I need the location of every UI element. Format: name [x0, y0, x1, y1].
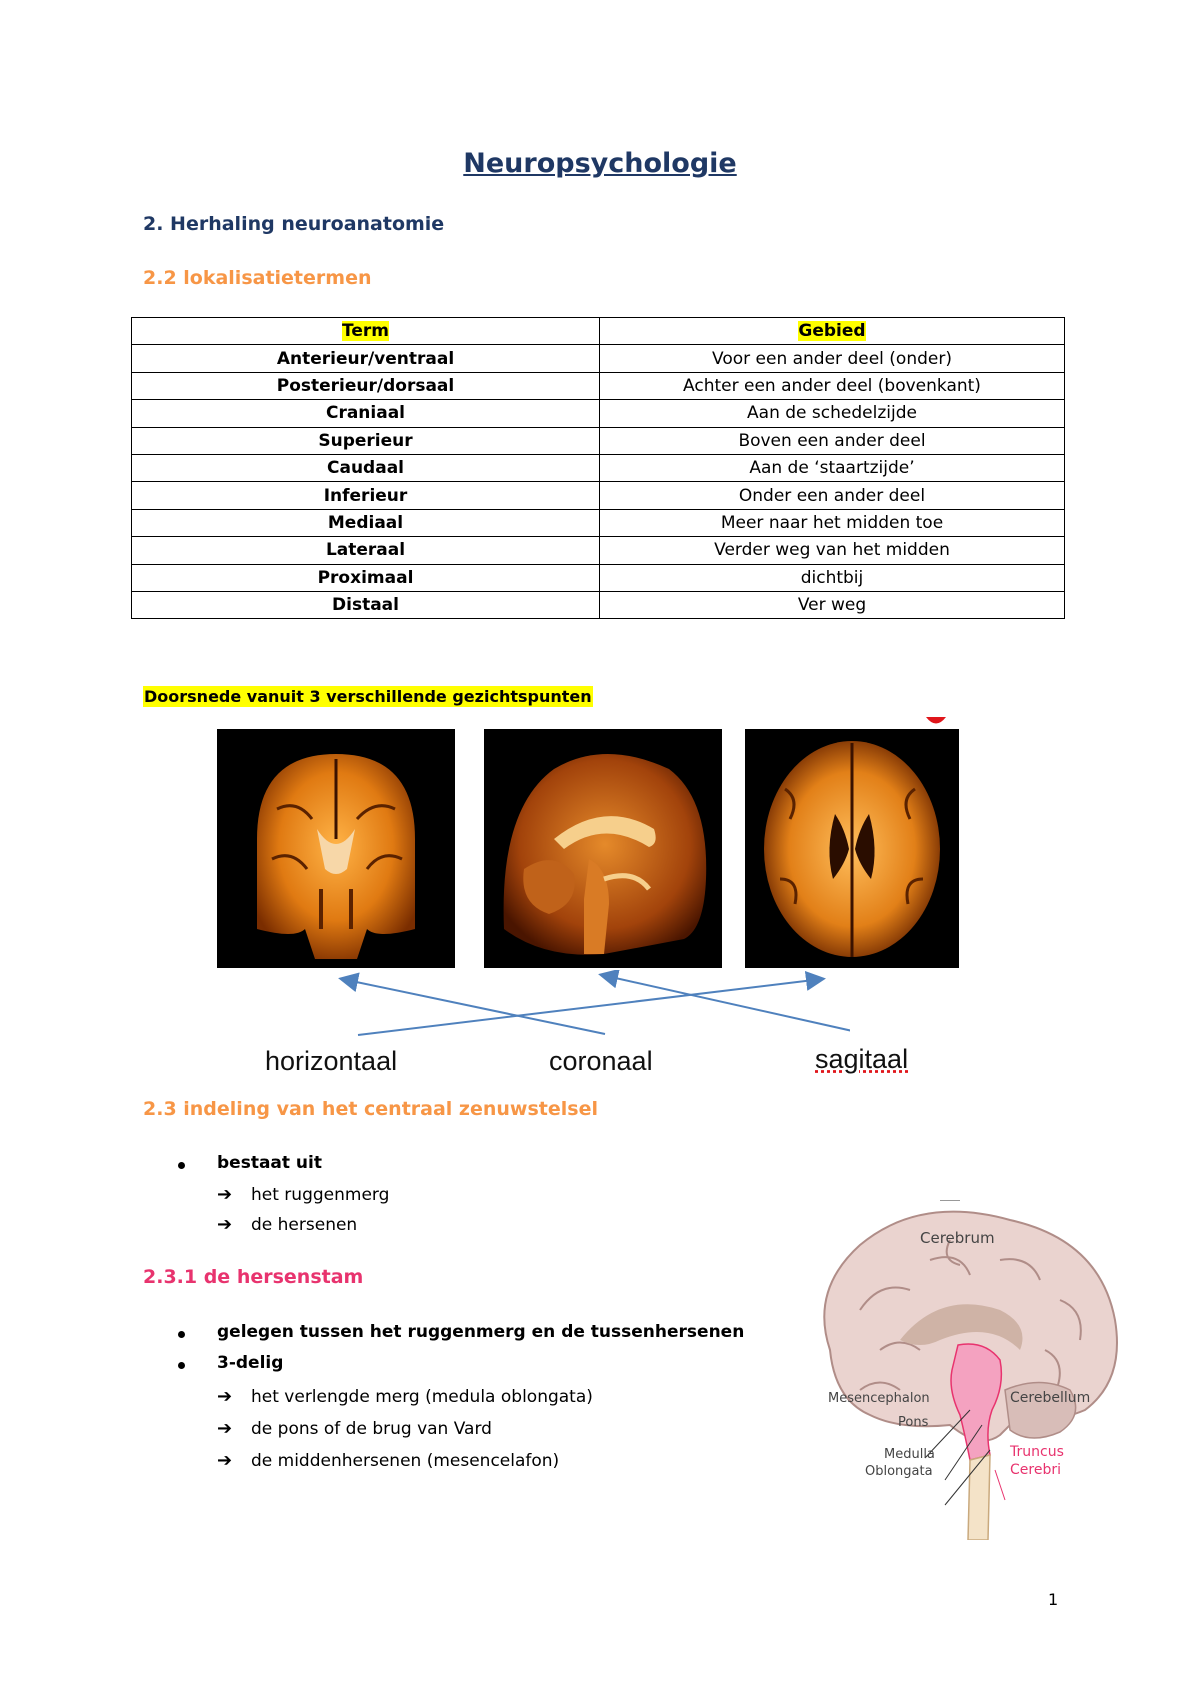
- coronal-mri-image: [217, 729, 455, 968]
- list-item-label: het verlengde merg (medula oblongata): [251, 1387, 593, 1407]
- area-cell: Ver weg: [599, 590, 1065, 620]
- term-cell: Lateraal: [131, 536, 600, 565]
- section-heading-2-3-1: 2.3.1 de hersenstam: [143, 1266, 364, 1288]
- area-cell: Voor een ander deel (onder): [599, 344, 1065, 373]
- axial-mri-image: [745, 729, 959, 968]
- term-cell: Superieur: [131, 426, 600, 455]
- arrow-right-icon: ➔: [217, 1418, 233, 1439]
- list-item: ➔ de hersenen: [217, 1214, 357, 1235]
- page-title: Neuropsychologie: [463, 148, 737, 179]
- area-cell: Verder weg van het midden: [599, 536, 1065, 565]
- term-cell: Posterieur/dorsaal: [131, 371, 600, 401]
- arrow-right-icon: ➔: [217, 1450, 233, 1471]
- pons-label: Pons: [898, 1415, 929, 1430]
- view-label-sagittal: sagitaal: [815, 1044, 909, 1074]
- area-cell: Aan de schedelzijde: [599, 399, 1065, 428]
- mesencephalon-label: Mesencephalon: [828, 1391, 930, 1406]
- list-item: bestaat uit: [217, 1153, 322, 1173]
- bullet-icon: [178, 1331, 185, 1338]
- term-cell: Anterieur/ventraal: [131, 344, 600, 373]
- cerebrum-label: Cerebrum: [920, 1229, 995, 1247]
- bullet-icon: [178, 1362, 185, 1369]
- area-cell: Achter een ander deel (bovenkant): [599, 371, 1065, 401]
- term-cell: Craniaal: [131, 399, 600, 428]
- brainstem-shape: [950, 1343, 1003, 1461]
- section-heading-2: 2. Herhaling neuroanatomie: [143, 213, 445, 235]
- oblongata-label: Oblongata: [865, 1464, 933, 1479]
- term-cell: Inferieur: [131, 481, 600, 510]
- term-cell: Distaal: [131, 590, 600, 620]
- page-number: 1: [1048, 1590, 1059, 1609]
- section-heading-2-3: 2.3 indeling van het centraal zenuwstels…: [143, 1098, 598, 1120]
- list-item: ➔ het verlengde merg (medula oblongata): [217, 1386, 593, 1407]
- list-item: ➔ de middenhersenen (mesencelafon): [217, 1450, 559, 1471]
- term-cell: Proximaal: [131, 563, 600, 592]
- list-item: ➔ het ruggenmerg: [217, 1184, 389, 1205]
- arrow-right-icon: ➔: [217, 1184, 233, 1205]
- view-label-horizontal: horizontaal: [265, 1046, 398, 1076]
- table-header-row: Term Gebied: [131, 316, 1065, 346]
- list-item-label: het ruggenmerg: [251, 1185, 390, 1205]
- medulla-label: Medulla: [884, 1447, 935, 1462]
- cerebri-label: Cerebri: [1010, 1462, 1061, 1478]
- section-heading-2-2: 2.2 lokalisatietermen: [143, 267, 372, 289]
- view-label-coronal: coronaal: [549, 1046, 653, 1076]
- view-connector-arrows: [338, 970, 850, 1036]
- cerebellum-label: Cerebellum: [1010, 1390, 1090, 1406]
- term-cell: Caudaal: [131, 453, 600, 483]
- truncus-label: Truncus: [1009, 1444, 1064, 1460]
- area-cell: Boven een ander deel: [599, 426, 1065, 455]
- term-cell: Mediaal: [131, 508, 600, 538]
- list-item-label: de hersenen: [251, 1215, 358, 1235]
- header-gebied-label: Gebied: [798, 321, 866, 342]
- area-cell: dichtbij: [599, 563, 1065, 592]
- list-item-label: de pons of de brug van Vard: [251, 1419, 492, 1439]
- list-item: ➔ de pons of de brug van Vard: [217, 1418, 492, 1439]
- area-cell: Aan de ‘staartzijde’: [599, 453, 1065, 483]
- list-item: 3-delig: [217, 1353, 284, 1373]
- area-cell: Onder een ander deel: [599, 481, 1065, 510]
- header-term-label: Term: [342, 321, 389, 342]
- figure-caption: Doorsnede vanuit 3 verschillende gezicht…: [143, 686, 593, 707]
- header-gebied: Gebied: [599, 316, 1065, 346]
- brain-diagram: Cerebrum Mesencephalon Cerebellum Pons M…: [823, 1200, 1118, 1540]
- header-term: Term: [131, 316, 600, 346]
- list-item: gelegen tussen het ruggenmerg en de tuss…: [217, 1322, 745, 1342]
- arrow-right-icon: ➔: [217, 1214, 233, 1235]
- list-item-label: de middenhersenen (mesencelafon): [251, 1451, 560, 1471]
- arrow-right-icon: ➔: [217, 1386, 233, 1407]
- bullet-icon: [178, 1162, 185, 1169]
- sagittal-mri-image: [484, 729, 722, 968]
- red-marker-icon: [926, 717, 946, 724]
- area-cell: Meer naar het midden toe: [599, 508, 1065, 538]
